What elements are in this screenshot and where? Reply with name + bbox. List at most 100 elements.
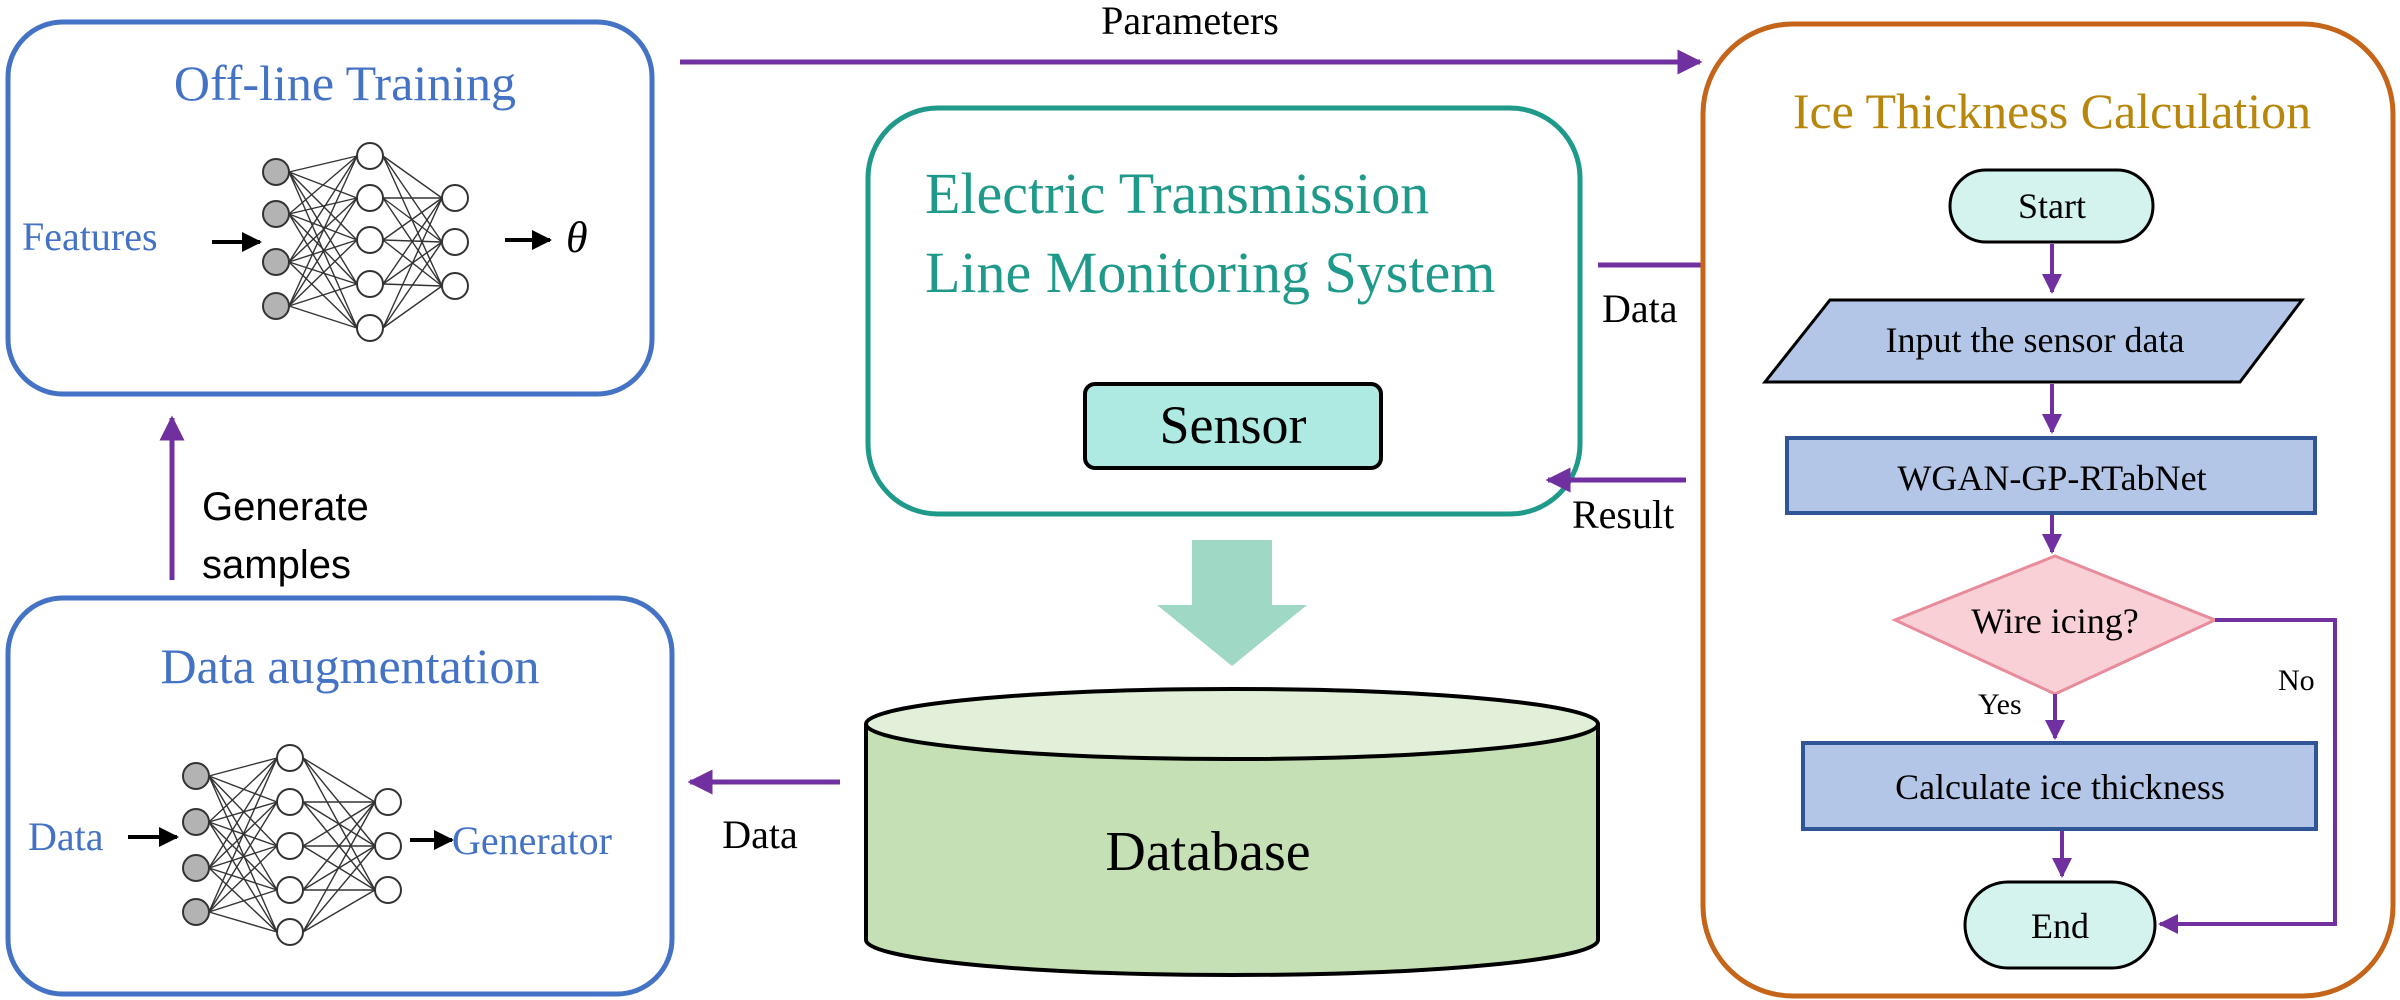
network-edge bbox=[288, 213, 358, 329]
network-edge bbox=[208, 775, 278, 891]
result-label: Result bbox=[1572, 492, 1674, 537]
start-node bbox=[1948, 168, 2155, 244]
network-edge bbox=[302, 757, 376, 803]
start-label: Start bbox=[2018, 186, 2086, 226]
network-edge bbox=[288, 197, 358, 215]
no-label: No bbox=[2278, 664, 2315, 697]
calculate-label: Calculate ice thickness bbox=[1895, 767, 2225, 807]
network-edge bbox=[382, 285, 443, 329]
ice-thickness-box: Ice Thickness Calculation Start Input th… bbox=[1700, 21, 2396, 999]
network-edge bbox=[302, 801, 376, 933]
network-edge bbox=[208, 775, 278, 847]
network-edge bbox=[208, 757, 278, 913]
parameters-label: Parameters bbox=[1101, 0, 1279, 43]
augment-data-label: Data bbox=[28, 814, 104, 859]
network-neuron bbox=[356, 226, 384, 254]
network-edge bbox=[288, 283, 358, 307]
network-neuron bbox=[374, 832, 402, 860]
data-to-ice-label: Data bbox=[1602, 286, 1678, 331]
network-edge bbox=[382, 197, 443, 243]
network-neuron bbox=[441, 228, 469, 256]
network-neuron bbox=[262, 200, 290, 228]
data-augmentation-box: Data augmentation Data Generator bbox=[5, 595, 675, 997]
network-neuron bbox=[276, 832, 304, 860]
network-edge bbox=[288, 155, 358, 173]
network-edge bbox=[208, 801, 278, 913]
network-neuron bbox=[356, 270, 384, 298]
network-edge bbox=[208, 845, 278, 913]
network-edge bbox=[288, 239, 358, 307]
network-neuron bbox=[276, 744, 304, 772]
network-edge bbox=[208, 757, 278, 869]
generate-samples-label-line1: Generate bbox=[202, 485, 369, 529]
data-to-augmentation-label: Data bbox=[722, 812, 798, 857]
network-edge bbox=[382, 155, 443, 243]
network-neuron bbox=[374, 788, 402, 816]
network-edge bbox=[302, 845, 376, 933]
network-neuron bbox=[182, 808, 210, 836]
network-edge bbox=[382, 155, 443, 199]
network-edge bbox=[288, 155, 358, 307]
network-edge bbox=[288, 213, 358, 241]
network-neuron bbox=[262, 248, 290, 276]
neural-network-icon bbox=[262, 142, 469, 342]
network-edge bbox=[288, 171, 358, 285]
store-arrow bbox=[1157, 540, 1307, 666]
input-label: Input the sensor data bbox=[1886, 320, 2185, 360]
network-edge bbox=[208, 867, 278, 933]
network-edge bbox=[288, 155, 358, 263]
calculate-node bbox=[1801, 741, 2318, 831]
offline-training-title: Off-line Training bbox=[174, 55, 516, 111]
network-neuron bbox=[262, 292, 290, 320]
offline-training-box: Off-line Training Features θ bbox=[5, 19, 655, 397]
network-edge bbox=[382, 197, 443, 285]
network-edge bbox=[208, 911, 278, 933]
yes-label: Yes bbox=[1978, 688, 2022, 721]
theta-label: θ bbox=[566, 213, 588, 262]
network-neuron bbox=[276, 918, 304, 946]
network-neuron bbox=[356, 184, 384, 212]
monitoring-system-title-line2: Line Monitoring System bbox=[925, 240, 1495, 305]
network-edge bbox=[288, 213, 358, 285]
network-neuron bbox=[441, 272, 469, 300]
network-edge bbox=[208, 757, 278, 777]
network-edge bbox=[382, 241, 443, 329]
flow-arrow-no bbox=[2158, 618, 2337, 934]
network-neuron bbox=[276, 876, 304, 904]
input-node bbox=[1761, 298, 2306, 384]
network-neuron bbox=[356, 314, 384, 342]
network-edge bbox=[288, 155, 358, 215]
features-label: Features bbox=[22, 214, 158, 259]
network-edge bbox=[208, 889, 278, 913]
model-node bbox=[1785, 436, 2317, 515]
ice-thickness-title: Ice Thickness Calculation bbox=[1793, 83, 2311, 139]
network-edge bbox=[302, 889, 376, 933]
network-edge bbox=[288, 305, 358, 329]
database-cylinder: Database bbox=[864, 687, 1600, 977]
network-edge bbox=[208, 757, 278, 823]
data-augmentation-title: Data augmentation bbox=[160, 638, 539, 694]
end-label: End bbox=[2031, 906, 2089, 946]
network-edge bbox=[302, 801, 376, 847]
generator-label: Generator bbox=[452, 818, 612, 863]
network-neuron bbox=[182, 762, 210, 790]
network-neuron bbox=[441, 184, 469, 212]
sensor-label: Sensor bbox=[1160, 395, 1307, 455]
network-edge bbox=[302, 801, 376, 891]
network-edge bbox=[208, 775, 278, 803]
end-node bbox=[1963, 880, 2157, 970]
monitoring-system-box: Electric Transmission Line Monitoring Sy… bbox=[865, 105, 1583, 517]
network-edge bbox=[382, 197, 443, 241]
generator-network-icon bbox=[182, 744, 402, 946]
network-edge bbox=[382, 155, 443, 287]
sensor-box bbox=[1083, 382, 1383, 470]
network-neuron bbox=[182, 898, 210, 926]
network-edge bbox=[208, 775, 278, 933]
decision-label: Wire icing? bbox=[1971, 601, 2138, 641]
network-neuron bbox=[182, 854, 210, 882]
network-edge bbox=[208, 821, 278, 933]
model-label: WGAN-GP-RTabNet bbox=[1897, 458, 2206, 498]
network-edge bbox=[382, 197, 443, 329]
monitoring-system-title-line1: Electric Transmission bbox=[925, 161, 1429, 226]
network-neuron bbox=[262, 158, 290, 186]
